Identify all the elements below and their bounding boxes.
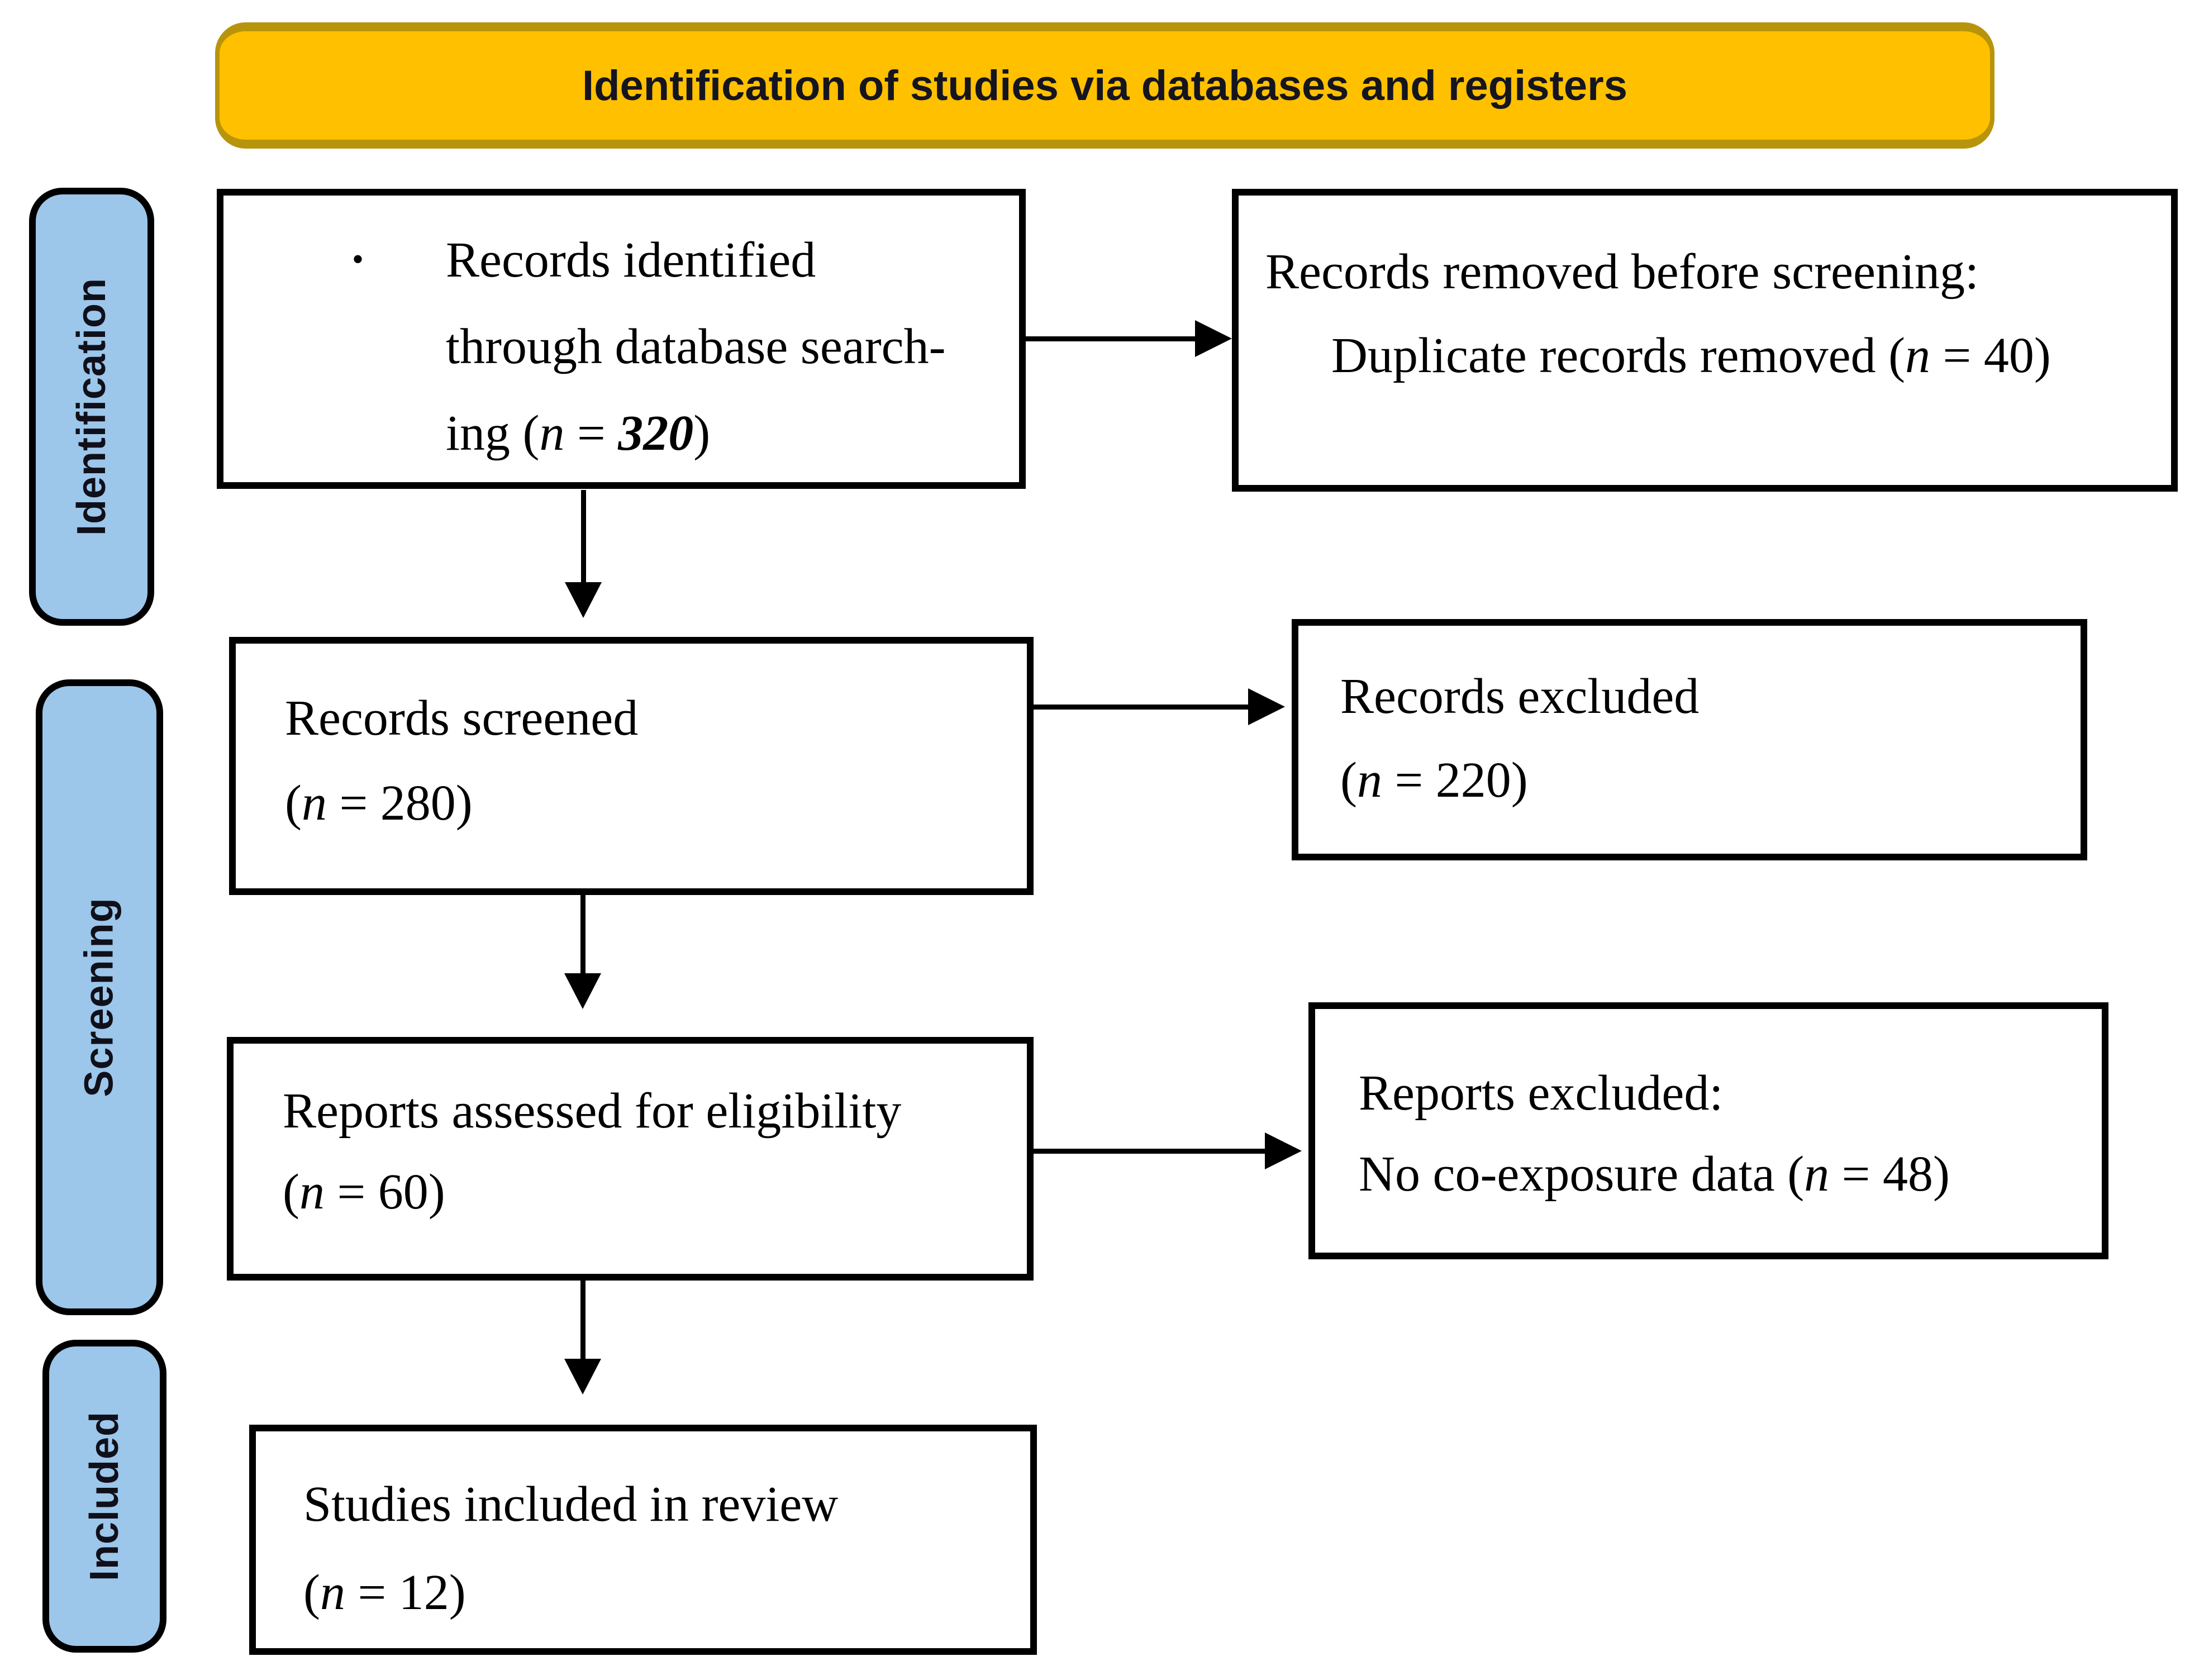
arrow-line [581, 490, 586, 582]
stat-line: (n = 220) [1340, 739, 2069, 822]
box-reports-assessed: Reports assessed for eligibility (n = 60… [227, 1037, 1034, 1281]
box-records-excluded: Records excluded (n = 220) [1292, 619, 2087, 860]
stat-line: (n = 60) [283, 1151, 1016, 1232]
stat-value: 220 [1435, 753, 1511, 808]
stat-pre: ing ( [446, 406, 540, 461]
stat-n-symbol: n [1356, 753, 1382, 808]
stat-value: 280 [380, 775, 456, 831]
stat-pre: ( [1340, 753, 1357, 808]
stat-close: ) [455, 775, 473, 831]
stat-line: No co-exposure data (n = 48) [1359, 1134, 2091, 1215]
box-records-removed: Records removed before screening: Duplic… [1232, 189, 2178, 492]
stat-line: Duplicate records removed (n = 40) [1265, 314, 2160, 398]
stat-pre: ( [303, 1565, 320, 1620]
box-records-screened: Records screened (n = 280) [229, 637, 1034, 895]
stat-value: 40 [1983, 328, 2034, 383]
arrowhead-down-icon [564, 1359, 601, 1395]
arrow-line [580, 895, 585, 973]
text-line: Reports assessed for eligibility [283, 1083, 902, 1139]
stat-value: 320 [618, 406, 694, 461]
text-line: Records screened [285, 691, 639, 746]
stage-label-screening: Screening [36, 679, 163, 1315]
stat-eq: = [1382, 753, 1436, 808]
stat-close: ) [1932, 1146, 1950, 1202]
text-line: Records identified [446, 232, 816, 288]
text-line: Records removed before screening: [1265, 244, 1979, 299]
stage-label-identification: Identification [29, 188, 154, 626]
stage-included-text: Included [82, 1411, 127, 1582]
arrow-line [580, 1281, 585, 1359]
diagram-title: Identification of studies via databases … [582, 61, 1627, 110]
arrowhead-down-icon [565, 582, 602, 618]
box-records-screened-content: Records screened (n = 280) [236, 644, 1027, 846]
box-records-identified-content: Records identified through database sear… [223, 196, 1019, 477]
stat-close: ) [693, 406, 711, 461]
stat-line: ing (n = 320) [446, 390, 1008, 477]
header-banner: Identification of studies via databases … [215, 22, 1994, 149]
text-line: Reports excluded: [1359, 1065, 1724, 1121]
box-reports-excluded-content: Reports excluded: No co-exposure data (n… [1315, 1009, 2102, 1215]
stat-close: ) [428, 1164, 445, 1220]
stat-n-symbol: n [1905, 328, 1931, 383]
stat-eq: = [1930, 328, 1984, 383]
stat-line: (n = 280) [285, 761, 1016, 846]
box-records-excluded-content: Records excluded (n = 220) [1298, 626, 2081, 822]
stat-value: 12 [398, 1565, 449, 1620]
arrow-line [1034, 705, 1248, 710]
stat-pre: No co-exposure data ( [1359, 1146, 1805, 1202]
text-line: through database search- [446, 319, 946, 374]
stat-n-symbol: n [299, 1164, 325, 1220]
stage-screening-text: Screening [77, 897, 122, 1097]
stat-pre: ( [283, 1164, 299, 1220]
stat-close: ) [2034, 328, 2051, 383]
stat-eq: = [564, 406, 618, 461]
stat-value: 60 [378, 1164, 429, 1220]
text-line: Studies included in review [303, 1477, 839, 1532]
stat-close: ) [1511, 753, 1528, 808]
arrow-line [1026, 336, 1195, 341]
stage-identification-text: Identification [69, 278, 114, 536]
box-studies-included-content: Studies included in review (n = 12) [256, 1431, 1030, 1637]
stat-line: (n = 12) [303, 1549, 1019, 1637]
stage-label-included: Included [42, 1340, 166, 1653]
stat-pre: Duplicate records removed ( [1331, 328, 1906, 383]
box-records-removed-content: Records removed before screening: Duplic… [1239, 196, 2171, 398]
stat-value: 48 [1882, 1146, 1933, 1202]
box-reports-excluded: Reports excluded: No co-exposure data (n… [1308, 1002, 2108, 1259]
stat-n-symbol: n [539, 406, 565, 461]
stat-eq: = [1829, 1146, 1883, 1202]
stat-eq: = [324, 1164, 378, 1220]
stat-eq: = [326, 775, 380, 831]
box-reports-assessed-content: Reports assessed for eligibility (n = 60… [234, 1044, 1027, 1232]
arrowhead-down-icon [564, 973, 601, 1009]
stat-close: ) [449, 1565, 466, 1620]
text-line: Records excluded [1340, 669, 1700, 724]
box-records-identified: • Records identified through database se… [217, 189, 1026, 489]
stat-n-symbol: n [1804, 1146, 1830, 1202]
stat-n-symbol: n [320, 1565, 345, 1620]
stat-n-symbol: n [301, 775, 327, 831]
bullet-icon: • [352, 241, 364, 278]
arrowhead-right-icon [1195, 320, 1232, 357]
arrowhead-right-icon [1265, 1132, 1302, 1169]
box-studies-included: Studies included in review (n = 12) [249, 1425, 1037, 1655]
stat-pre: ( [285, 775, 302, 831]
stat-eq: = [345, 1565, 399, 1620]
arrowhead-right-icon [1248, 688, 1285, 725]
arrow-line [1034, 1149, 1265, 1154]
